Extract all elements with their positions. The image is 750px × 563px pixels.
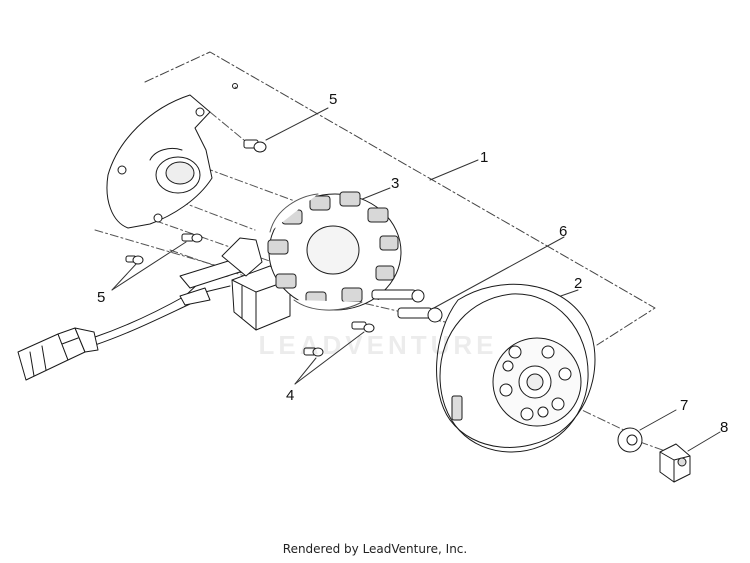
callout-1: 1 (480, 149, 488, 166)
leader-lines (111, 107, 721, 452)
stator (267, 191, 402, 311)
callout-labels: 1 2 3 4 5 5 6 7 8 (97, 91, 728, 436)
callout-6: 6 (559, 223, 567, 240)
flywheel (436, 283, 596, 453)
dowel-pin (232, 83, 238, 89)
screw-5-lower-left (125, 255, 144, 265)
assembly-bracket (144, 51, 656, 346)
screw-4-upper (351, 321, 375, 333)
flywheel-nut (659, 443, 691, 483)
bolt-6-lower (397, 307, 443, 323)
watermark: LEADVENTURE (258, 330, 498, 360)
washer (617, 427, 643, 453)
bolt-6-upper (371, 289, 425, 303)
callout-4: 4 (286, 387, 294, 404)
flywheel-holes (499, 345, 572, 421)
screws-4 (303, 321, 375, 357)
screw-5-lower-right (181, 233, 203, 243)
screw-4-lower (303, 347, 324, 357)
stator-mounting-plate (106, 94, 213, 229)
callout-8: 8 (720, 419, 728, 436)
electrical-connector (17, 327, 99, 381)
callout-2: 2 (574, 275, 582, 292)
stator-poles (267, 191, 399, 307)
bolts-6 (371, 289, 443, 323)
callout-3: 3 (391, 175, 399, 192)
screws-5 (125, 139, 267, 265)
callout-5-lower: 5 (97, 289, 105, 306)
footer-credit: Rendered by LeadVenture, Inc. (282, 542, 468, 556)
callout-7: 7 (680, 397, 688, 414)
wiring-harness (94, 257, 247, 346)
screw-5-upper (243, 139, 267, 153)
callout-5-upper: 5 (329, 91, 337, 108)
